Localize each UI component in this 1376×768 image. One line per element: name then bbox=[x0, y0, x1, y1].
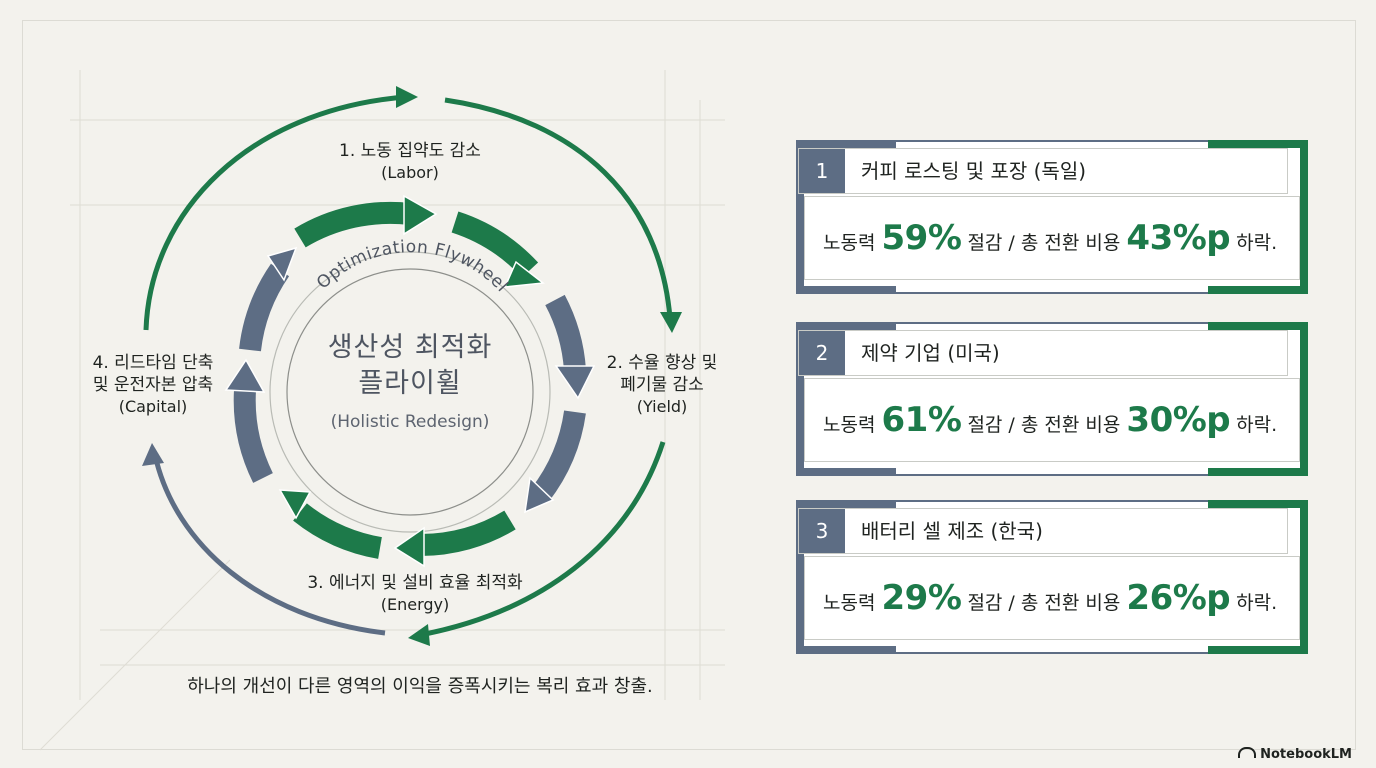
stage-yield-line1: 2. 수율 향상 및 bbox=[606, 353, 718, 373]
notebooklm-logo-icon bbox=[1238, 747, 1257, 758]
card-accent-bottom-right bbox=[1208, 646, 1308, 654]
labor-value: 29% bbox=[881, 578, 962, 618]
center-subtitle: (Holistic Redesign) bbox=[330, 412, 490, 432]
card-accent-top-left bbox=[796, 140, 896, 148]
case-body: 노동력 61% 절감 / 총 전환 비용 30%p 하락. bbox=[804, 378, 1300, 462]
case-header: 2 제약 기업 (미국) bbox=[798, 330, 1288, 376]
card-accent-bottom-right bbox=[1208, 286, 1308, 294]
stage-energy-title: 3. 에너지 및 설비 효율 최적화 bbox=[307, 573, 523, 593]
case-card-3: 3 배터리 셀 제조 (한국) 노동력 29% 절감 / 총 전환 비용 26%… bbox=[796, 500, 1308, 654]
card-accent-bottom-right bbox=[1208, 468, 1308, 476]
card-accent-top-left bbox=[796, 500, 896, 508]
outer-arrowheads bbox=[142, 86, 682, 646]
stat-suffix: 하락. bbox=[1236, 592, 1278, 614]
stage-labor-subtitle: (Labor) bbox=[381, 163, 439, 182]
case-stat: 노동력 61% 절감 / 총 전환 비용 30%p 하락. bbox=[823, 379, 1277, 466]
card-accent-top-left bbox=[796, 322, 896, 330]
case-body: 노동력 29% 절감 / 총 전환 비용 26%p 하락. bbox=[804, 556, 1300, 640]
case-body: 노동력 59% 절감 / 총 전환 비용 43%p 하락. bbox=[804, 196, 1300, 280]
stat-suffix: 하락. bbox=[1236, 414, 1278, 436]
construction-lines bbox=[39, 70, 725, 751]
case-title: 배터리 셀 제조 (한국) bbox=[861, 519, 1043, 543]
cost-value: 30%p bbox=[1126, 400, 1231, 440]
brand-watermark: NotebookLM bbox=[1238, 747, 1352, 762]
stage-energy-subtitle: (Energy) bbox=[380, 595, 450, 614]
labor-label: 노동력 bbox=[823, 232, 876, 254]
card-accent-left bbox=[796, 140, 804, 294]
brand-label: NotebookLM bbox=[1260, 747, 1352, 762]
stat-mid: 절감 / 총 전환 비용 bbox=[967, 592, 1121, 614]
card-accent-bottom-left bbox=[796, 646, 896, 654]
case-number: 3 bbox=[799, 509, 845, 553]
card-accent-right bbox=[1300, 500, 1308, 654]
stage-yield-line2: 폐기물 감소 bbox=[620, 375, 704, 395]
case-stat: 노동력 29% 절감 / 총 전환 비용 26%p 하락. bbox=[823, 557, 1277, 644]
center-title-line2: 플라이휠 bbox=[358, 368, 462, 399]
page-frame bbox=[22, 20, 1356, 750]
card-accent-left bbox=[796, 500, 804, 654]
stage-labor: 1. 노동 집약도 감소 (Labor) bbox=[300, 140, 520, 184]
cost-value: 43%p bbox=[1126, 218, 1231, 258]
card-accent-bottom-left bbox=[796, 286, 896, 294]
labor-label: 노동력 bbox=[823, 592, 876, 614]
stage-capital: 4. 리드타임 단축 및 운전자본 압축 (Capital) bbox=[78, 352, 228, 418]
card-accent-top-right bbox=[1208, 322, 1308, 330]
ring-inner-outline bbox=[286, 268, 534, 516]
flywheel-diagram: Optimization Flywheel bbox=[39, 70, 725, 751]
case-title: 제약 기업 (미국) bbox=[861, 341, 1000, 365]
labor-value: 59% bbox=[881, 218, 962, 258]
ring-label: Optimization Flywheel bbox=[313, 237, 512, 296]
ring-outline bbox=[269, 251, 551, 533]
stage-labor-title: 1. 노동 집약도 감소 bbox=[339, 141, 481, 161]
case-header: 1 커피 로스팅 및 포장 (독일) bbox=[798, 148, 1288, 194]
center-title: 생산성 최적화 플라이휠 bbox=[300, 330, 520, 402]
cost-value: 26%p bbox=[1126, 578, 1231, 618]
stage-capital-line1: 4. 리드타임 단축 bbox=[92, 353, 214, 373]
stage-capital-subtitle: (Capital) bbox=[118, 397, 188, 416]
case-card-1: 1 커피 로스팅 및 포장 (독일) 노동력 59% 절감 / 총 전환 비용 … bbox=[796, 140, 1308, 294]
stage-yield: 2. 수율 향상 및 폐기물 감소 (Yield) bbox=[592, 352, 732, 418]
case-stat: 노동력 59% 절감 / 총 전환 비용 43%p 하락. bbox=[823, 197, 1277, 284]
case-card-2: 2 제약 기업 (미국) 노동력 61% 절감 / 총 전환 비용 30%p 하… bbox=[796, 322, 1308, 476]
stage-energy: 3. 에너지 및 설비 효율 최적화 (Energy) bbox=[270, 572, 560, 616]
stat-mid: 절감 / 총 전환 비용 bbox=[967, 232, 1121, 254]
outer-arrows bbox=[143, 94, 673, 638]
inner-arrowheads bbox=[224, 194, 596, 568]
case-number: 2 bbox=[799, 331, 845, 375]
card-accent-right bbox=[1300, 140, 1308, 294]
center-title-line1: 생산성 최적화 bbox=[327, 332, 493, 363]
bottom-note: 하나의 개선이 다른 영역의 이익을 증폭시키는 복리 효과 창출. bbox=[187, 676, 653, 697]
labor-label: 노동력 bbox=[823, 414, 876, 436]
card-accent-top-right bbox=[1208, 500, 1308, 508]
card-accent-bottom-left bbox=[796, 468, 896, 476]
case-header: 3 배터리 셀 제조 (한국) bbox=[798, 508, 1288, 554]
stat-suffix: 하락. bbox=[1236, 232, 1278, 254]
labor-value: 61% bbox=[881, 400, 962, 440]
card-accent-left bbox=[796, 322, 804, 476]
card-accent-right bbox=[1300, 322, 1308, 476]
case-number: 1 bbox=[799, 149, 845, 193]
stage-yield-subtitle: (Yield) bbox=[636, 397, 688, 416]
card-accent-top-right bbox=[1208, 140, 1308, 148]
inner-arrows bbox=[233, 201, 586, 559]
case-title: 커피 로스팅 및 포장 (독일) bbox=[861, 159, 1087, 183]
stage-capital-line2: 및 운전자본 압축 bbox=[92, 375, 214, 395]
stat-mid: 절감 / 총 전환 비용 bbox=[967, 414, 1121, 436]
